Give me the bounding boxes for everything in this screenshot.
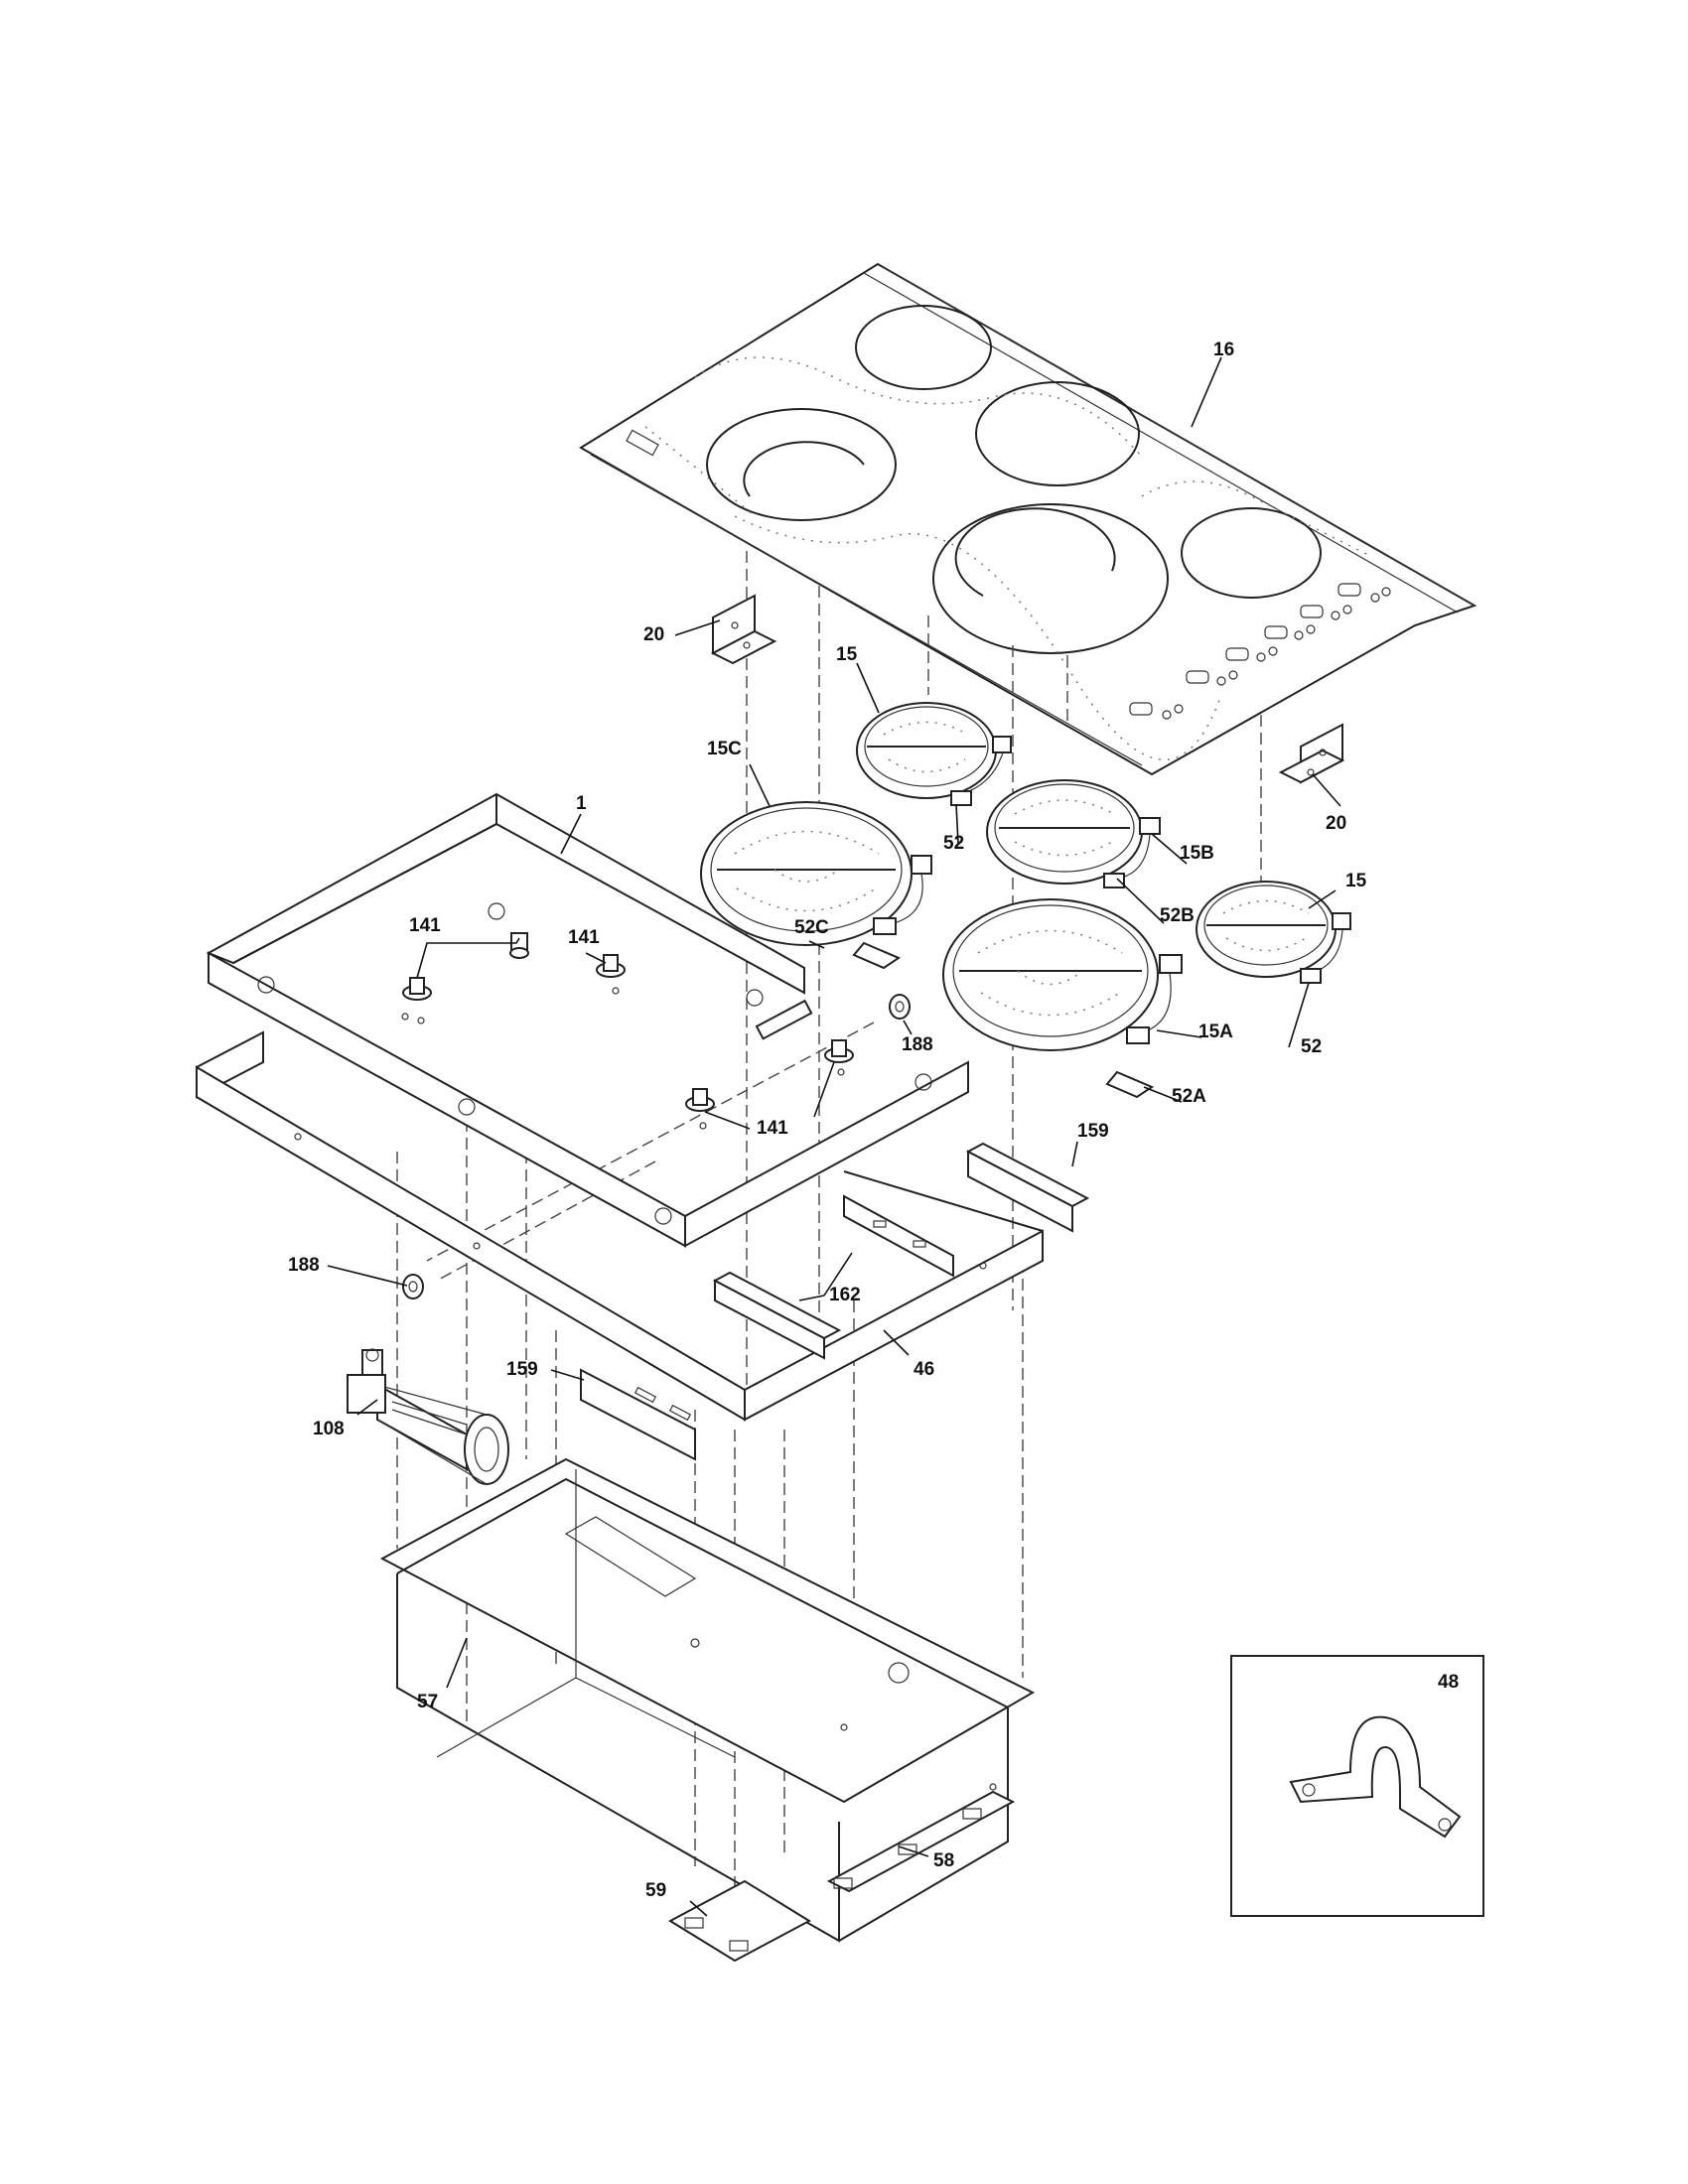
label-162: 162	[829, 1285, 861, 1305]
label-15c: 15C	[707, 739, 742, 759]
grommet-188-right	[889, 994, 911, 1020]
label-15-right: 15	[1345, 871, 1367, 891]
pipe-clamp	[1289, 1715, 1462, 1839]
label-20-right: 20	[1326, 813, 1346, 834]
element-15c	[700, 801, 932, 970]
label-15a: 15A	[1198, 1022, 1233, 1042]
label-48: 48	[1438, 1672, 1459, 1693]
label-141-b: 141	[568, 927, 600, 948]
label-1: 1	[576, 793, 587, 814]
limiter-141-b	[509, 932, 529, 959]
label-15b: 15B	[1180, 843, 1214, 864]
bracket-159-right	[965, 1142, 1090, 1233]
label-15-top: 15	[836, 644, 858, 665]
lower-frame	[196, 1030, 1044, 1422]
bracket-right	[1278, 723, 1345, 784]
label-52-right: 52	[1301, 1036, 1322, 1057]
label-59: 59	[645, 1880, 666, 1901]
element-15-top	[856, 702, 1012, 806]
limiter-141-d	[824, 1039, 854, 1076]
element-15b	[986, 779, 1161, 888]
inset-box	[1230, 1655, 1484, 1917]
label-57: 57	[417, 1692, 438, 1712]
bracket-162-rear	[843, 1194, 954, 1278]
label-141-a: 141	[409, 915, 441, 936]
label-141-c: 141	[757, 1118, 788, 1139]
label-16: 16	[1213, 340, 1234, 360]
blower-motor	[347, 1348, 509, 1485]
label-52c: 52C	[794, 917, 829, 938]
bracket-162-front	[712, 1271, 842, 1360]
alignment-lines	[396, 551, 1262, 1886]
label-20-left: 20	[643, 624, 664, 645]
label-52a: 52A	[1172, 1086, 1206, 1107]
glass-cooktop	[579, 262, 1477, 776]
element-15a	[942, 898, 1183, 1099]
vent-grid	[564, 1516, 697, 1597]
top-frame	[206, 792, 969, 1248]
label-46: 46	[914, 1359, 934, 1380]
bracket-159-left	[580, 1368, 696, 1461]
label-52-top: 52	[943, 833, 964, 854]
label-58: 58	[933, 1850, 954, 1871]
element-15-right	[1196, 881, 1351, 984]
cover-58	[826, 1790, 1016, 1893]
limiter-141-c	[596, 954, 626, 995]
label-188-right: 188	[902, 1034, 933, 1055]
limiter-141-a	[401, 977, 432, 1024]
limiter-141-e	[685, 1088, 715, 1130]
leader-lines	[327, 356, 1341, 1917]
callout-labels: 16 20 20 15 15C 15B 15 15A 52 52C 52B 52…	[288, 340, 1459, 1901]
label-188-left: 188	[288, 1255, 320, 1276]
grommet-188-left	[402, 1274, 424, 1299]
label-108: 108	[313, 1419, 345, 1439]
bracket-left	[710, 594, 777, 665]
label-52b: 52B	[1160, 905, 1195, 926]
label-159-right: 159	[1077, 1121, 1109, 1142]
label-159-left: 159	[506, 1359, 538, 1380]
cover-59	[667, 1879, 812, 1963]
control-buttons	[1129, 583, 1391, 720]
